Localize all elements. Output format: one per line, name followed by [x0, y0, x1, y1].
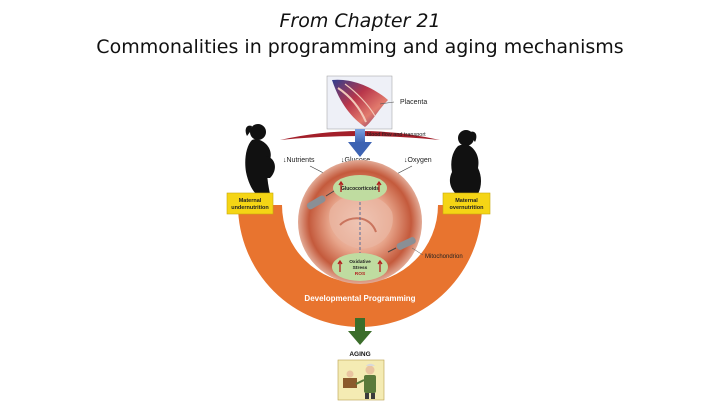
glucocorticoids-label: Glucocorticoids	[341, 186, 379, 192]
oxygen-label: ↓Oxygen	[404, 157, 432, 164]
mitochondrion-label: Mitochondrion	[425, 254, 463, 260]
maternal-undernutrition-box: Maternal undernutrition	[226, 192, 274, 215]
placenta-illustration	[326, 75, 393, 130]
maternal-over-line2: overnutrition	[450, 205, 485, 211]
aging-label: AGING	[349, 351, 370, 358]
pregnant-woman-silhouette-left	[245, 124, 275, 194]
aging-arrow	[348, 318, 372, 345]
blood-flow-label: blood flow and transport	[367, 132, 426, 138]
maternal-under-line1: Maternal	[239, 198, 262, 204]
oxidative-stress-line2: Stress	[353, 265, 368, 271]
ros-label: ROS	[355, 271, 366, 277]
oxidative-stress-line1: Oxidative	[349, 259, 371, 265]
blood-flow-arrow	[348, 129, 372, 157]
glucocorticoids-oval	[333, 175, 387, 201]
pregnant-woman-silhouette-right	[449, 130, 481, 194]
syringe-icon-left	[306, 190, 335, 210]
oxidative-stress-oval	[332, 253, 388, 281]
maternal-overnutrition-box: Maternal overnutrition	[442, 192, 491, 215]
slide-title-chapter: From Chapter 21	[279, 10, 441, 32]
developmental-programming-label: Developmental Programming	[304, 294, 415, 303]
slide-title: Commonalities in programming and aging m…	[96, 36, 624, 58]
maternal-over-line1: Maternal	[455, 198, 478, 204]
nutrients-label: ↓Nutrients	[283, 157, 315, 164]
mitochondrion-icon	[387, 237, 416, 253]
elderly-man-illustration	[337, 359, 385, 401]
maternal-under-line2: undernutrition	[231, 205, 269, 211]
placenta-label: Placenta	[400, 99, 427, 106]
developmental-programming-band	[238, 205, 482, 327]
